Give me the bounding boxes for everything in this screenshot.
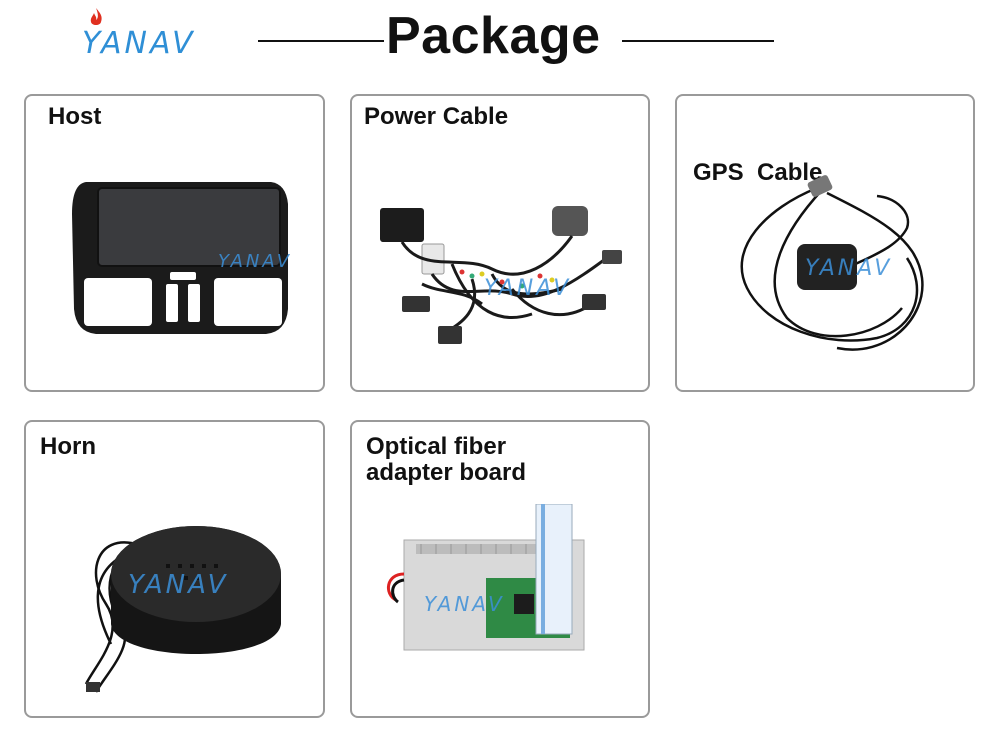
adapter-board-icon <box>387 504 585 651</box>
host-unit-icon <box>72 182 288 334</box>
speaker-icon <box>84 526 281 693</box>
package-item-optical-adapter: Optical fiber adapter board YANAV <box>350 420 650 718</box>
package-item-horn: Horn YANAV <box>24 420 325 718</box>
item-label: Power Cable <box>364 103 509 130</box>
item-label: Optical fiber adapter board <box>366 433 527 486</box>
watermark-text: YANAV <box>805 256 893 281</box>
watermark-text: YANAV <box>424 592 505 616</box>
power-cable-icon <box>380 206 622 344</box>
item-label: Horn <box>40 433 96 460</box>
header-rule-left <box>258 40 384 42</box>
item-label: Host <box>48 103 102 130</box>
brand-logo: YANAV <box>82 8 212 64</box>
package-item-power-cable: Power Cable YANAV <box>350 94 650 392</box>
watermark-text: YANAV <box>218 251 293 272</box>
page-title: Package <box>386 7 601 65</box>
package-item-host: Host YANAV <box>24 94 325 392</box>
package-item-gps-cable: GPS Cable YANAV <box>675 94 975 392</box>
watermark-text: YANAV <box>484 276 572 301</box>
gps-antenna-icon <box>740 175 924 351</box>
flame-icon <box>90 8 102 25</box>
logo-text: YANAV <box>82 26 196 61</box>
watermark-text: YANAV <box>128 570 229 600</box>
header-rule-right <box>622 40 774 42</box>
